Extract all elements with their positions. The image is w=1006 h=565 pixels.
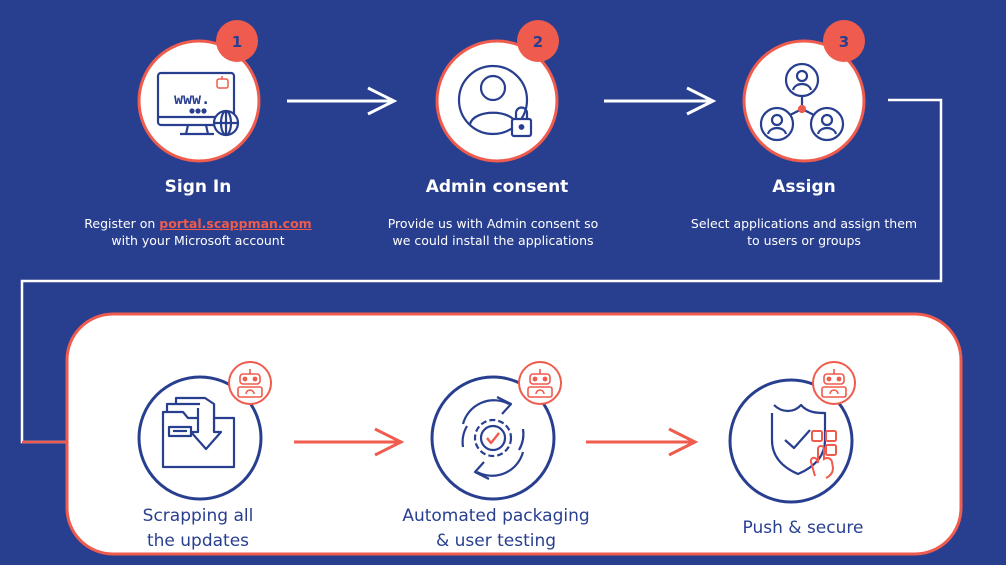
svg-text:www.: www. bbox=[174, 90, 210, 108]
robot-icon bbox=[821, 369, 847, 398]
push-robot-badge bbox=[812, 361, 856, 405]
step2-number: 2 bbox=[533, 33, 543, 51]
step3-desc-line2: to users or groups bbox=[747, 233, 861, 248]
gear-cycle-icon bbox=[461, 396, 525, 480]
scrap-label-line1: Scrapping all bbox=[142, 506, 254, 526]
step1-title: Sign In bbox=[164, 177, 232, 197]
package-label-line2: & user testing bbox=[435, 531, 557, 551]
arrow-step2-to-step3 bbox=[604, 86, 717, 116]
package-circle bbox=[430, 375, 556, 501]
scrap-label: Scrapping all the updates bbox=[68, 504, 328, 554]
robot-icon bbox=[527, 369, 553, 398]
arrow-step1-to-step2 bbox=[287, 86, 398, 116]
push-circle bbox=[728, 378, 854, 504]
users-network-icon bbox=[759, 62, 845, 142]
arrow-package-to-push bbox=[586, 427, 699, 457]
step1-description: Register on portal.scappman.com with you… bbox=[58, 215, 338, 249]
step1-number-badge bbox=[216, 20, 258, 62]
touch-grid-icon bbox=[809, 430, 837, 479]
scrap-robot-badge bbox=[228, 361, 272, 405]
step3-description: Select applications and assign them to u… bbox=[664, 215, 944, 249]
step3-title: Assign bbox=[772, 177, 836, 197]
package-robot-badge bbox=[518, 361, 562, 405]
step2-description: Provide us with Admin consent so we coul… bbox=[353, 215, 633, 249]
step1-desc-prefix: Register on bbox=[84, 216, 160, 231]
push-label-line1: Push & secure bbox=[742, 518, 864, 538]
package-label-line1: Automated packaging bbox=[402, 506, 590, 526]
step2-number-badge bbox=[517, 20, 559, 62]
folder-download-icon bbox=[161, 396, 236, 469]
step3-number-badge bbox=[823, 20, 865, 62]
arrow-scrap-to-package bbox=[294, 427, 405, 457]
step3-number: 3 bbox=[839, 33, 849, 51]
step1-small-robot-icon bbox=[216, 76, 229, 89]
package-label: Automated packaging & user testing bbox=[366, 504, 626, 554]
admin-lock-icon bbox=[457, 64, 533, 138]
step1-desc-suffix: with your Microsoft account bbox=[111, 233, 285, 248]
shield-touch-icon bbox=[770, 403, 827, 476]
step2-desc-line2: we could install the applications bbox=[392, 233, 594, 248]
push-label: Push & secure bbox=[673, 516, 933, 541]
robot-icon bbox=[237, 369, 263, 398]
step3-desc-line1: Select applications and assign them bbox=[690, 216, 918, 231]
step2-desc-line1: Provide us with Admin consent so bbox=[387, 216, 599, 231]
portal-link[interactable]: portal.scappman.com bbox=[159, 216, 312, 231]
step2-title: Admin consent bbox=[425, 177, 569, 197]
computer-www-icon: www. bbox=[156, 71, 240, 137]
scrap-label-line2: the updates bbox=[146, 531, 250, 551]
step1-number: 1 bbox=[232, 33, 242, 51]
